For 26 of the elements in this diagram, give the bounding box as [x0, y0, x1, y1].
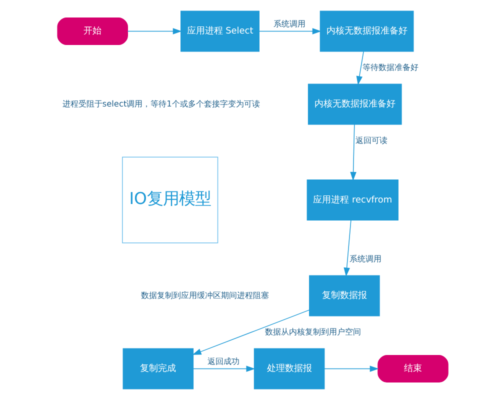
- node-box: 复制完成: [122, 348, 194, 390]
- node-box: IO复用模型: [122, 156, 218, 244]
- node-box: 内核无数据报准备好: [307, 84, 402, 125]
- label: 进程受阻于select调用，等待1个或多个套接字变为可读: [62, 98, 260, 108]
- node-box: 应用进程 Select: [180, 10, 259, 52]
- node-box: 应用进程 recvfrom: [306, 180, 398, 220]
- arrow: [343, 220, 351, 277]
- node-box: 处理数据报: [253, 348, 324, 390]
- arrow: [258, 28, 321, 34]
- arrow: [350, 124, 356, 181]
- label: 数据复制到应用缓冲区期间进程阻塞: [140, 290, 269, 300]
- edge-label: 系统调用: [273, 18, 306, 29]
- edge-label: 等待数据准备好: [362, 62, 418, 72]
- edge-label: 数据从内核复制到用户空间: [264, 326, 361, 336]
- node-box: 开始: [56, 17, 128, 46]
- arrow: [192, 366, 255, 372]
- edge-label: 系统调用: [348, 253, 381, 264]
- arrow: [323, 366, 378, 372]
- node-box: 复制数据报: [308, 275, 380, 316]
- edge-label: 返回成功: [207, 356, 240, 366]
- node-box: 内核无数据报准备好: [319, 10, 414, 52]
- node-box: 结束: [377, 354, 448, 383]
- edge-label: 返回可读: [354, 134, 387, 145]
- arrow: [192, 310, 310, 355]
- arrow: [356, 51, 364, 86]
- arrow: [126, 28, 182, 34]
